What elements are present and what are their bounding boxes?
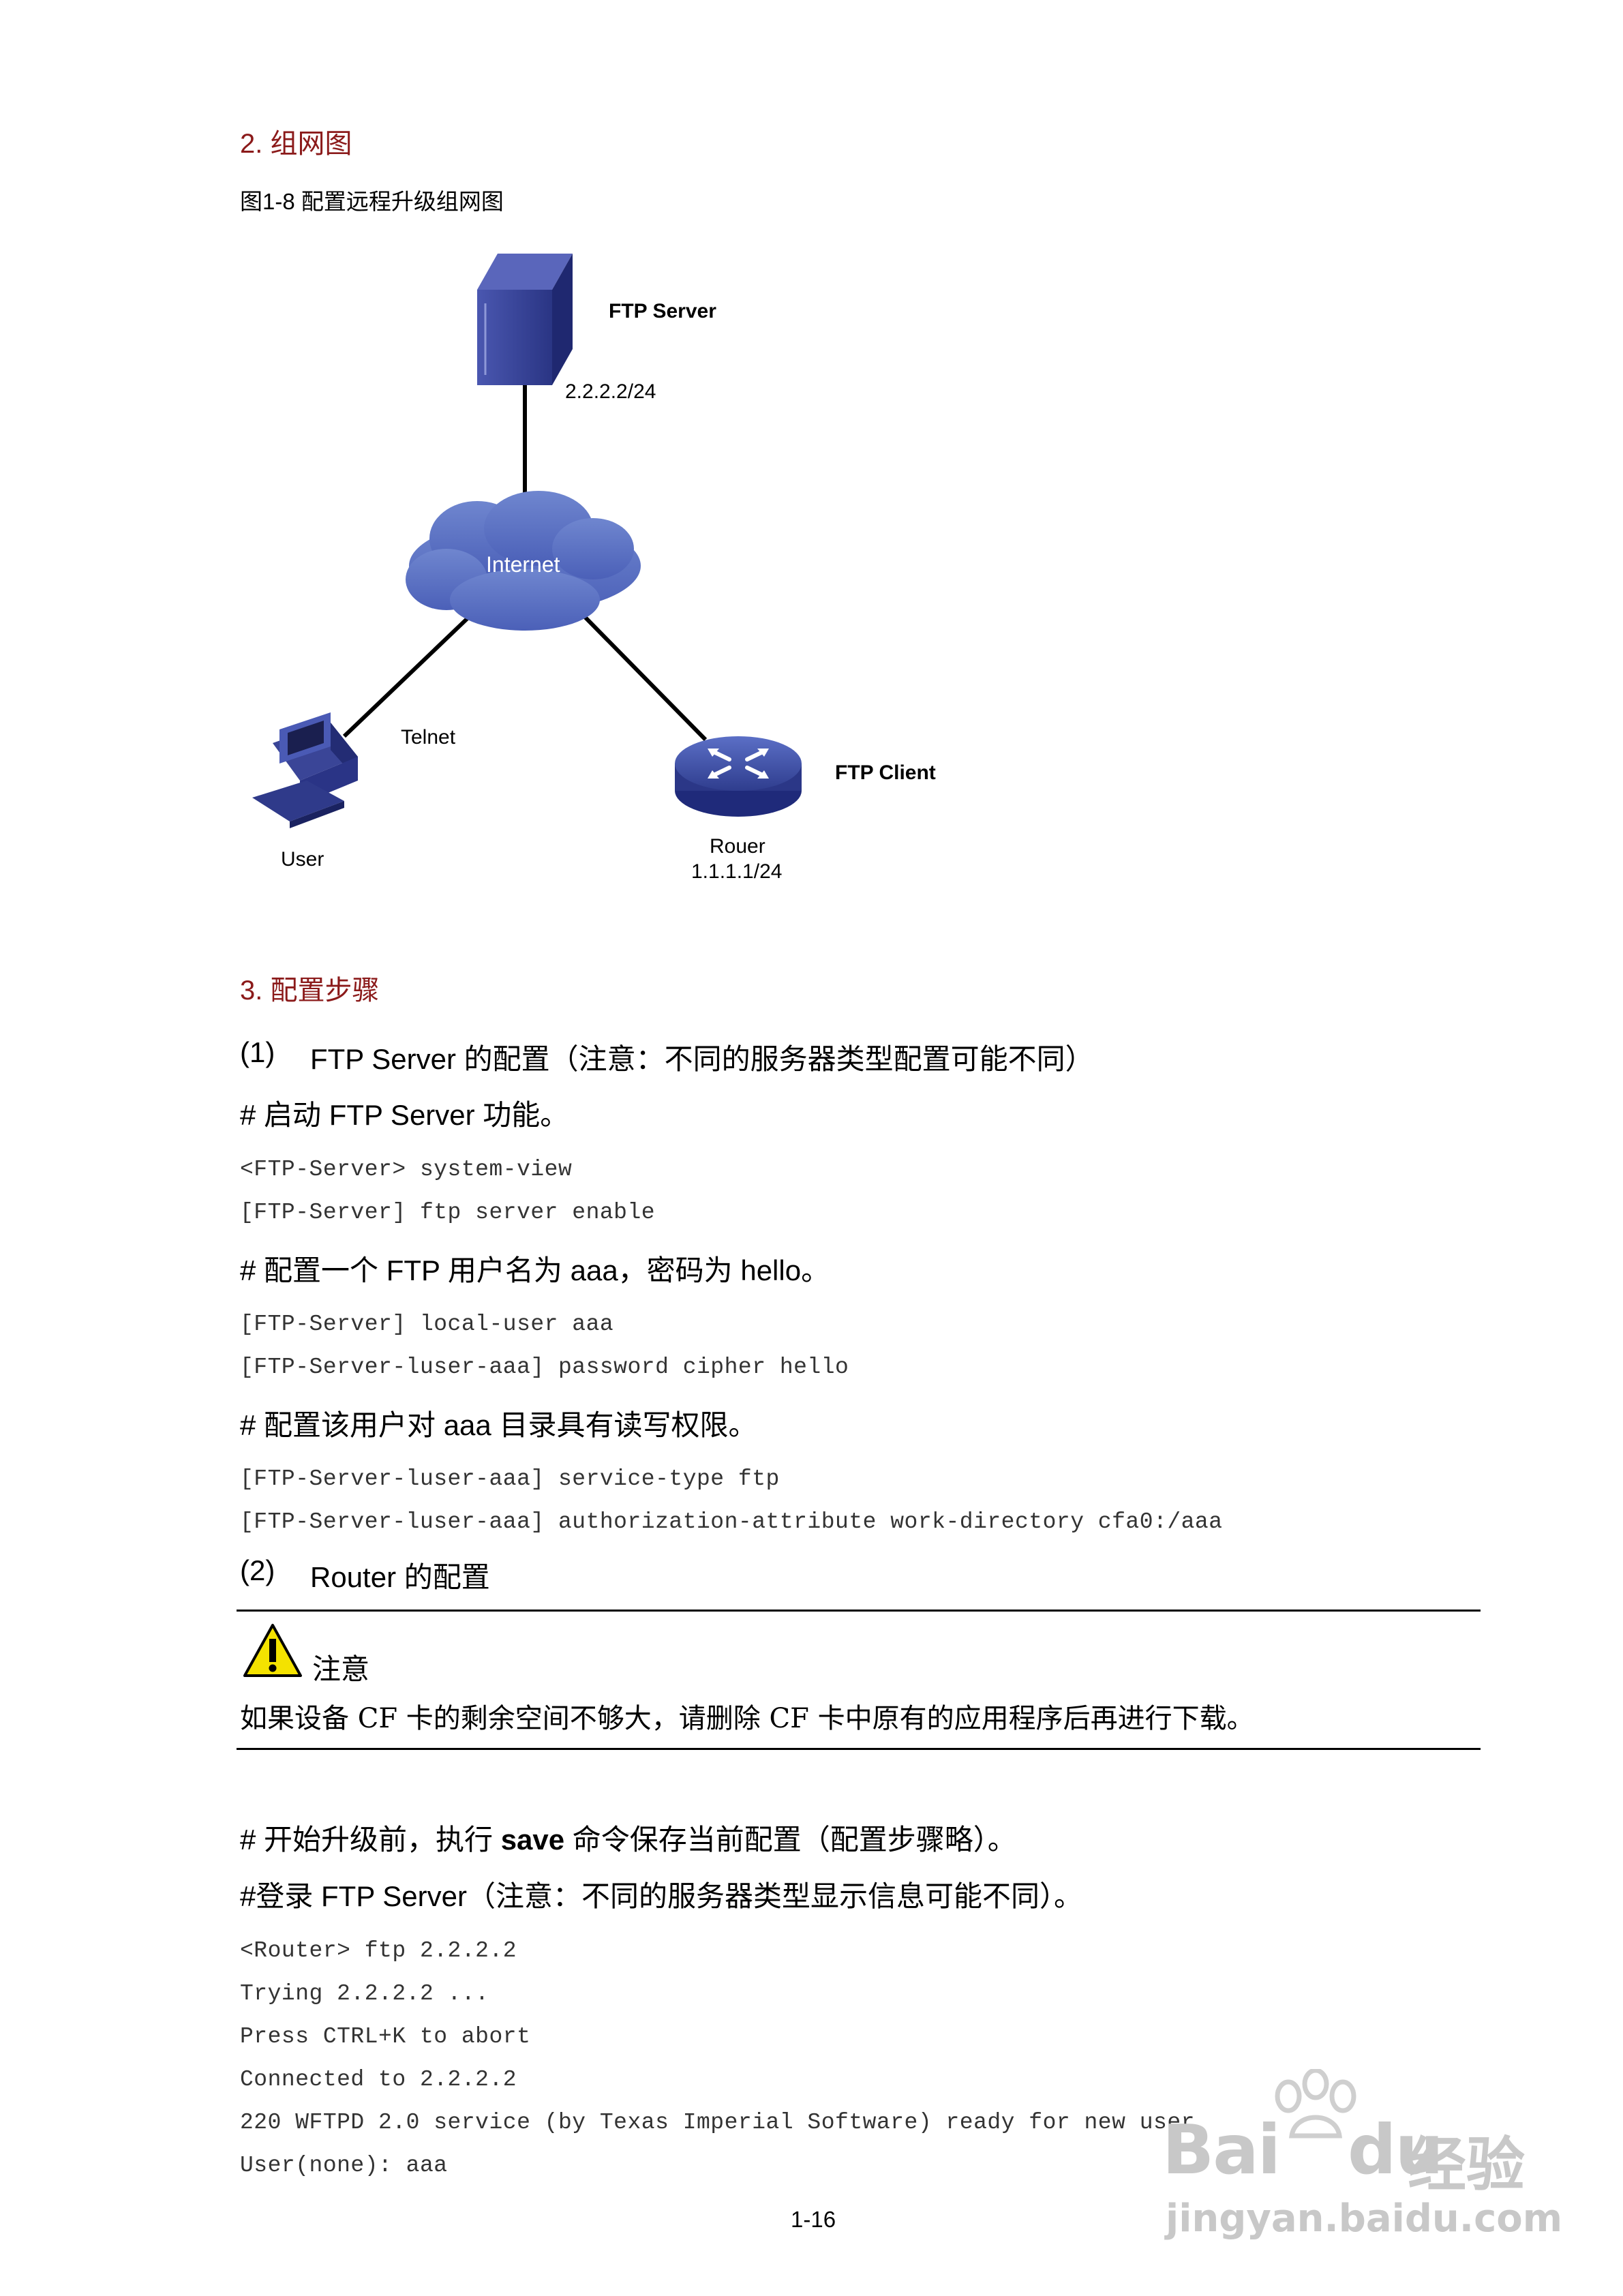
ftp-client-label: FTP Client <box>835 761 936 784</box>
warning-icon <box>243 1624 302 1677</box>
router-label: Rouer <box>710 835 765 858</box>
comment-permissions: # 配置该用户对 aaa 目录具有读写权限。 <box>240 1409 757 1441</box>
section-3-heading: 3. 配置步骤 <box>240 976 380 1006</box>
save-command: save <box>500 1824 565 1856</box>
ftp-server-icon <box>477 254 573 385</box>
comment-save: # 开始升级前，执行 save 命令保存当前配置（配置步骤略）。 <box>240 1817 1016 1858</box>
note-title: 注意 <box>312 1653 370 1685</box>
code-line: 220 WFTPD 2.0 service (by Texas Imperial… <box>240 2110 1195 2135</box>
step-2-number: (2) <box>240 1554 275 1586</box>
code-line: Trying 2.2.2.2 ... <box>240 1981 489 2006</box>
router-ip: 1.1.1.1/24 <box>691 860 783 883</box>
comment-ftp-user: # 配置一个 FTP 用户名为 aaa，密码为 hello。 <box>240 1254 830 1286</box>
note-bottom-rule <box>237 1748 1481 1750</box>
telnet-label: Telnet <box>401 726 456 749</box>
watermark-url: jingyan.baidu.com <box>1166 2196 1563 2241</box>
comment-enable-ftp: # 启动 FTP Server 功能。 <box>240 1099 569 1131</box>
code-line: Connected to 2.2.2.2 <box>240 2067 517 2092</box>
internet-label: Internet <box>486 552 560 577</box>
user-computer-icon <box>252 712 358 828</box>
user-label: User <box>281 848 324 871</box>
comment-login: #登录 FTP Server（注意：不同的服务器类型显示信息可能不同）。 <box>240 1880 1082 1912</box>
network-diagram <box>252 254 802 828</box>
note-text: 如果设备 CF 卡的剩余空间不够大，请删除 CF 卡中原有的应用程序后再进行下载… <box>240 1703 1254 1734</box>
code-line: [FTP-Server-luser-aaa] password cipher h… <box>240 1355 849 1380</box>
step-1-text: FTP Server 的配置（注意：不同的服务器类型配置可能不同） <box>310 1043 1094 1075</box>
watermark-brand-bai: Bai <box>1162 2110 1281 2190</box>
code-line: <FTP-Server> system-view <box>240 1157 573 1182</box>
code-line: [FTP-Server-luser-aaa] authorization-att… <box>240 1509 1223 1535</box>
code-line: [FTP-Server] local-user aaa <box>240 1312 614 1337</box>
code-line: [FTP-Server] ftp server enable <box>240 1200 656 1225</box>
code-line: <Router> ftp 2.2.2.2 <box>240 1938 517 1963</box>
step-1-number: (1) <box>240 1036 275 1068</box>
section-2-heading: 2. 组网图 <box>240 129 352 159</box>
router-icon <box>675 736 802 817</box>
watermark-jingyan: 经验 <box>1408 2131 1525 2199</box>
ftp-server-ip: 2.2.2.2/24 <box>565 380 656 403</box>
internet-cloud-icon <box>406 491 641 631</box>
comment-save-pre: # 开始升级前，执行 <box>240 1824 501 1856</box>
note-top-rule <box>237 1610 1481 1612</box>
watermark-brand-du: du <box>1347 2110 1444 2190</box>
code-line: Press CTRL+K to abort <box>240 2024 531 2049</box>
code-line: User(none): aaa <box>240 2153 448 2178</box>
code-line: [FTP-Server-luser-aaa] service-type ftp <box>240 1466 780 1492</box>
page-number: 1-16 <box>791 2207 836 2232</box>
baidu-paw-icon <box>1275 2069 1356 2139</box>
step-2-text: Router 的配置 <box>310 1561 490 1593</box>
ftp-server-label: FTP Server <box>609 300 716 322</box>
link-internet-router <box>583 615 708 742</box>
figure-caption: 图1-8 配置远程升级组网图 <box>240 189 504 214</box>
link-internet-user <box>342 615 471 738</box>
comment-save-post: 命令保存当前配置（配置步骤略）。 <box>564 1824 1016 1856</box>
